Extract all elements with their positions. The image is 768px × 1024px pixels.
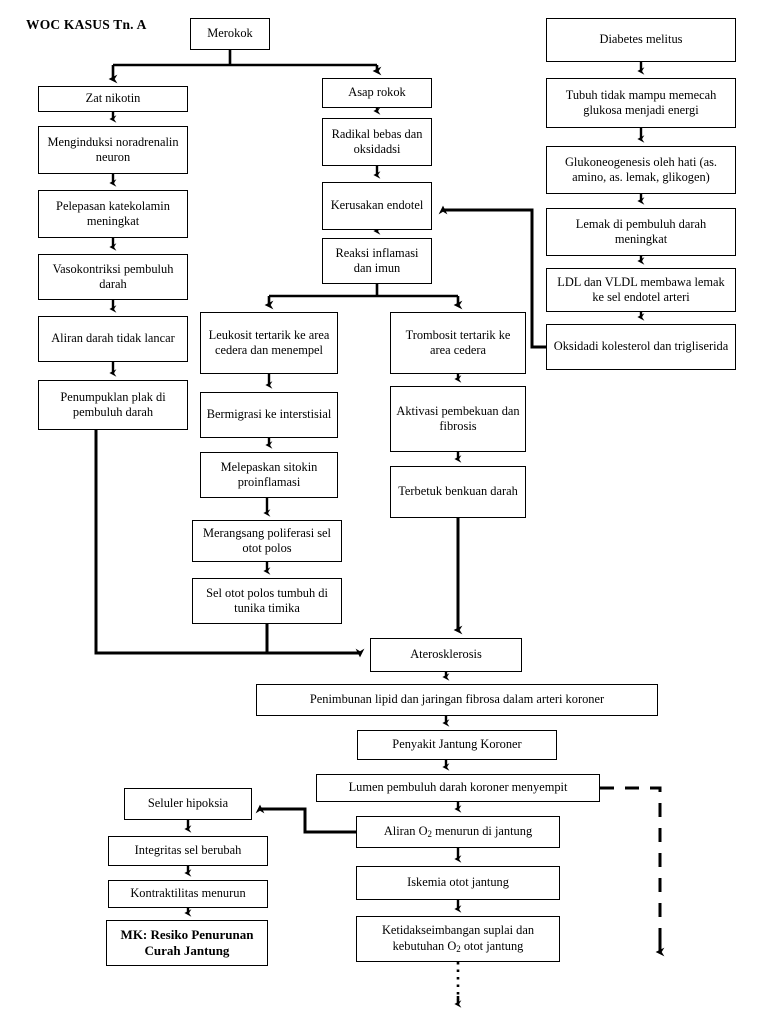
node-oksidadi-label: Oksidadi kolesterol dan trigliserida: [553, 339, 729, 354]
node-diabetes-label: Diabetes melitus: [599, 32, 683, 47]
node-asap-rokok-label: Asap rokok: [348, 85, 406, 100]
node-bermigrasi-interstisial[interactable]: Bermigrasi ke interstisial: [200, 392, 338, 438]
node-melepaskan-label: Melepaskan sitokin proinflamasi: [220, 459, 318, 489]
node-aliran-o2-menurun[interactable]: Aliran O2 menurun di jantung: [356, 816, 560, 848]
node-leukosit-label: Leukosit tertarik ke area cedera dan men…: [208, 327, 330, 357]
node-integritas-label: Integritas sel berubah: [134, 843, 242, 858]
node-melepaskan-sitokin[interactable]: Melepaskan sitokin proinflamasi: [200, 452, 338, 498]
node-lumen-label: Lumen pembuluh darah koroner menyempit: [348, 780, 568, 795]
node-lemak-pembuluh-darah[interactable]: Lemak di pembuluh darah meningkat: [546, 208, 736, 256]
node-zat-nikotin[interactable]: Zat nikotin: [38, 86, 188, 112]
node-diabetes-melitus[interactable]: Diabetes melitus: [546, 18, 736, 62]
node-kerusakan-endotel[interactable]: Kerusakan endotel: [322, 182, 432, 230]
node-menginduksi[interactable]: Menginduksi noradrenalin neuron: [38, 126, 188, 174]
node-merangsang-poliferasi[interactable]: Merangsang poliferasi sel otot polos: [192, 520, 342, 562]
node-aterosklerosis-label: Aterosklerosis: [410, 647, 482, 662]
node-penyakit-jantung-koroner[interactable]: Penyakit Jantung Koroner: [357, 730, 557, 760]
node-lumen-menyempit[interactable]: Lumen pembuluh darah koroner menyempit: [316, 774, 600, 802]
node-seluler-hipoksia[interactable]: Seluler hipoksia: [124, 788, 252, 820]
node-kerusakan-endotel-label: Kerusakan endotel: [330, 198, 424, 213]
node-radikal-bebas-label: Radikal bebas dan oksidadsi: [331, 126, 423, 156]
node-aliran-darah-tidak-lancar[interactable]: Aliran darah tidak lancar: [38, 316, 188, 362]
node-aktivasi-label: Aktivasi pembekuan dan fibrosis: [396, 403, 520, 433]
node-terbetuk-label: Terbetuk benkuan darah: [398, 484, 518, 499]
node-glukoneogenesis-label: Glukoneogenesis oleh hati (as. amino, as…: [564, 154, 718, 184]
node-aliran-o2-label: Aliran O2 menurun di jantung: [383, 823, 533, 839]
node-trombosit-tertarik[interactable]: Trombosit tertarik ke area cedera: [390, 312, 526, 374]
node-menginduksi-label: Menginduksi noradrenalin neuron: [47, 134, 179, 164]
edge-aliran-o2-seluler-hipoksia: [255, 804, 356, 834]
node-aliran-darah-label: Aliran darah tidak lancar: [51, 331, 175, 346]
node-ldl-vldl[interactable]: LDL dan VLDL membawa lemak ke sel endote…: [546, 268, 736, 312]
node-ketidakseimbangan-suplai[interactable]: Ketidakseimbangan suplai dan kebutuhan O…: [356, 916, 560, 962]
node-leukosit-tertarik[interactable]: Leukosit tertarik ke area cedera dan men…: [200, 312, 338, 374]
node-iskemia-label: Iskemia otot jantung: [407, 875, 509, 890]
node-bermigrasi-label: Bermigrasi ke interstisial: [206, 407, 332, 422]
node-sel-otot-polos-label: Sel otot polos tumbuh di tunika timika: [206, 585, 328, 615]
node-penumpuklan-plak[interactable]: Penumpuklan plak di pembuluh darah: [38, 380, 188, 430]
node-vasokontriksi[interactable]: Vasokontriksi pembuluh darah: [38, 254, 188, 300]
node-kontraktilitas-menurun[interactable]: Kontraktilitas menurun: [108, 880, 268, 908]
node-reaksi-inflamasi[interactable]: Reaksi inflamasi dan imun: [322, 238, 432, 284]
node-asap-rokok[interactable]: Asap rokok: [322, 78, 432, 108]
node-kontraktilitas-label: Kontraktilitas menurun: [130, 886, 246, 901]
node-merangsang-label: Merangsang poliferasi sel otot polos: [203, 525, 331, 555]
node-tubuh-tidak-mampu[interactable]: Tubuh tidak mampu memecah glukosa menjad…: [546, 78, 736, 128]
node-penumpuklan-plak-label: Penumpuklan plak di pembuluh darah: [60, 389, 166, 419]
node-zat-nikotin-label: Zat nikotin: [85, 91, 141, 106]
edge-lumen-offpage-dashed: [600, 786, 662, 948]
node-pelepasan-katekolamin-label: Pelepasan katekolamin meningkat: [56, 198, 170, 228]
node-merokok-label: Merokok: [207, 26, 253, 41]
node-trombosit-label: Trombosit tertarik ke area cedera: [405, 327, 511, 357]
page-title: WOC KASUS Tn. A: [26, 17, 147, 32]
node-ldl-vldl-label: LDL dan VLDL membawa lemak ke sel endote…: [557, 274, 725, 304]
node-terbetuk-benkuan-darah[interactable]: Terbetuk benkuan darah: [390, 466, 526, 518]
node-radikal-bebas[interactable]: Radikal bebas dan oksidadsi: [322, 118, 432, 166]
node-lemak-pembuluh-label: Lemak di pembuluh darah meningkat: [575, 216, 707, 246]
node-iskemia-otot-jantung[interactable]: Iskemia otot jantung: [356, 866, 560, 900]
node-sel-otot-polos-tumbuh[interactable]: Sel otot polos tumbuh di tunika timika: [192, 578, 342, 624]
node-pelepasan-katekolamin[interactable]: Pelepasan katekolamin meningkat: [38, 190, 188, 238]
node-integritas-sel-berubah[interactable]: Integritas sel berubah: [108, 836, 268, 866]
node-seluler-hipoksia-label: Seluler hipoksia: [147, 796, 229, 811]
node-tubuh-tidak-label: Tubuh tidak mampu memecah glukosa menjad…: [565, 87, 717, 117]
node-penimbunan-label: Penimbunan lipid dan jaringan fibrosa da…: [309, 692, 605, 707]
node-ketidakseimbangan-label: Ketidakseimbangan suplai dan kebutuhan O…: [381, 923, 535, 954]
node-aktivasi-pembekuan[interactable]: Aktivasi pembekuan dan fibrosis: [390, 386, 526, 452]
node-aterosklerosis[interactable]: Aterosklerosis: [370, 638, 522, 672]
node-reaksi-inflamasi-label: Reaksi inflamasi dan imun: [335, 245, 419, 275]
node-glukoneogenesis[interactable]: Glukoneogenesis oleh hati (as. amino, as…: [546, 146, 736, 194]
node-oksidadi-kolesterol[interactable]: Oksidadi kolesterol dan trigliserida: [546, 324, 736, 370]
node-mk-resiko-penurunan-curah-jantung[interactable]: MK: Resiko Penurunan Curah Jantung: [106, 920, 268, 966]
node-penyakit-jantung-label: Penyakit Jantung Koroner: [392, 737, 522, 752]
node-mk-resiko-label: MK: Resiko Penurunan Curah Jantung: [120, 926, 254, 958]
node-penimbunan-lipid[interactable]: Penimbunan lipid dan jaringan fibrosa da…: [256, 684, 658, 716]
node-vasokontriksi-label: Vasokontriksi pembuluh darah: [52, 261, 174, 291]
node-merokok[interactable]: Merokok: [190, 18, 270, 50]
